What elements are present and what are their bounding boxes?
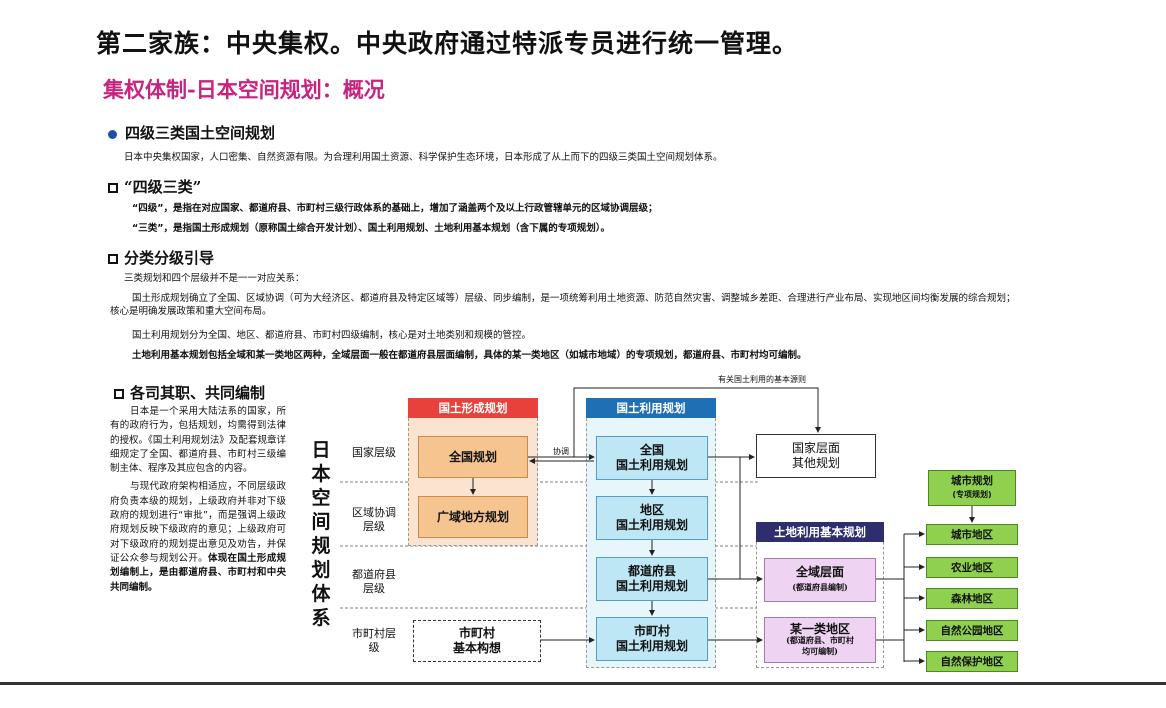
section3-intro: 三类规划和四个层级并不是一一对应关系： xyxy=(124,273,305,284)
level-national: 国家层级 xyxy=(352,446,396,459)
section2-heading: “四级三类” xyxy=(108,176,201,197)
city-planning-box: 城市规划 (专项规划) xyxy=(928,470,1016,506)
page-title: 第二家族：中央集权。中央政府通过特派专员进行统一管理。 xyxy=(96,29,799,58)
specific-area-box: 某一类地区 (都道府县、市町村 均可编制) xyxy=(764,617,876,663)
level-prefecture: 都道府县层级 xyxy=(352,568,396,595)
section3-p1: 国土形成规划确立了全国、区域协调（可为大经济区、都道府县及特定区域等）层级、同步… xyxy=(110,293,1016,317)
section3-p3: 土地利用基本规划包括全域和某一类地区两种，全域层面一般在都道府县层面编制，具体的… xyxy=(132,350,807,361)
col3-header: 土地利用基本规划 xyxy=(756,522,884,542)
section2-line1: “四级”，是指在对应国家、都道府县、市町村三级行政体系的基础上，增加了涵盖两个及… xyxy=(132,203,658,214)
col2-header: 国土利用规划 xyxy=(586,398,716,418)
checkbox-square-icon xyxy=(108,254,118,264)
section1-text: 日本中央集权国家，人口密集、自然资源有限。为合理利用国土资源、科学保护生态环境，… xyxy=(124,152,723,163)
level-municipal: 市町村层级 xyxy=(352,627,396,654)
section1-heading: 四级三类国土空间规划 xyxy=(108,122,275,143)
whole-area-box: 全域层面 (都道府县编制) xyxy=(764,558,876,602)
section4-body: 日本是一个采用大陆法系的国家，所有的政府行为，包括规划，均需得到法律的授权。《国… xyxy=(110,405,286,595)
municipal-land-use-box: 市町村 国土利用规划 xyxy=(596,617,708,661)
checkbox-square-icon xyxy=(108,183,118,193)
regional-land-use-box: 地区 国土利用规划 xyxy=(596,496,708,540)
top-note: 有关国土利用的基本源则 xyxy=(718,375,806,384)
prefecture-land-use-box: 都道府县 国土利用规划 xyxy=(596,557,708,601)
section2-line2: “三类”，是指国土形成规划（原称国土综合开发计划）、国土利用规划、土地利用基本规… xyxy=(132,223,610,234)
diagram-vertical-title: 日本空间规划体系 xyxy=(311,439,331,629)
bullet-dot-icon xyxy=(108,129,117,139)
zone-forest: 森林地区 xyxy=(926,588,1018,609)
level-regional: 区域协调层级 xyxy=(352,506,396,533)
national-other-plans-box: 国家层面 其他规划 xyxy=(756,434,876,478)
section4-heading: 各司其职、共同编制 xyxy=(114,382,265,403)
national-land-use-box: 全国 国土利用规划 xyxy=(596,436,708,480)
zone-agricultural: 农业地区 xyxy=(926,557,1018,578)
zone-urban: 城市地区 xyxy=(926,524,1018,545)
section3-p2: 国土利用规划分为全国、地区、都道府县、市町村四级编制，核心是对土地类别和规模的管… xyxy=(132,330,532,341)
zone-nature-conservation: 自然保护地区 xyxy=(926,651,1018,672)
bottom-border xyxy=(0,682,1166,685)
col1-header: 国土形成规划 xyxy=(408,398,538,418)
section3-heading: 分类分级引导 xyxy=(108,247,214,268)
checkbox-square-icon xyxy=(114,389,124,399)
page-subtitle: 集权体制-日本空间规划：概况 xyxy=(103,77,385,102)
wide-area-plan-box: 广域地方规划 xyxy=(418,496,528,538)
municipal-basic-concept-box: 市町村 基本构想 xyxy=(413,620,541,662)
national-plan-box: 全国规划 xyxy=(418,436,528,478)
coord-label: 协调 xyxy=(553,447,569,456)
section4-p2: 与现代政府架构相适应，不同层级政府负责本级的规划，上级政府并非对下级政府的规划进… xyxy=(110,481,286,593)
zone-natural-park: 自然公园地区 xyxy=(926,620,1018,641)
section4-p1: 日本是一个采用大陆法系的国家，所有的政府行为，包括规划，均需得到法律的授权。《国… xyxy=(110,406,286,475)
